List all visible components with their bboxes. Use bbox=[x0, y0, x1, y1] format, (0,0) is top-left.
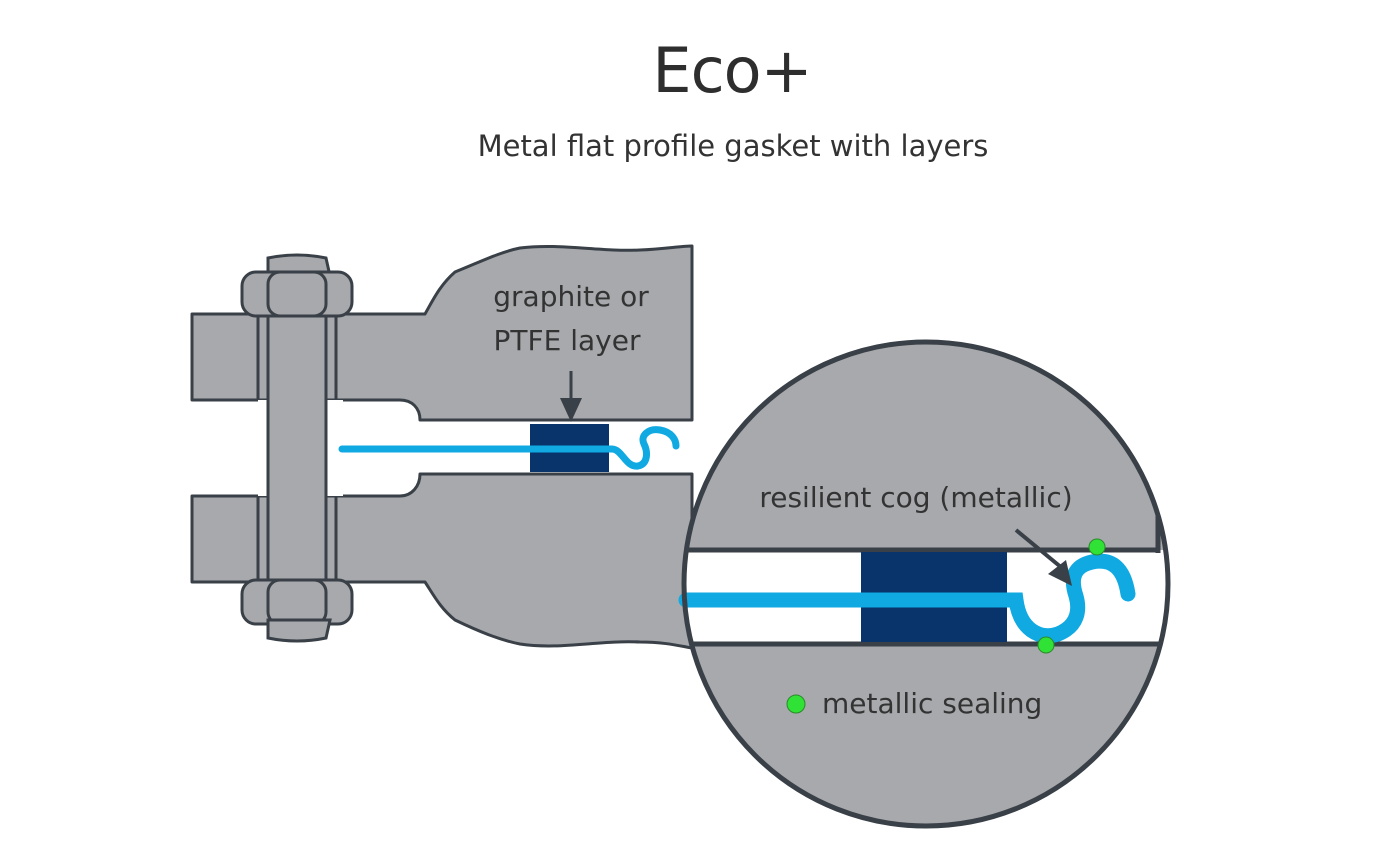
cog-large bbox=[678, 553, 1136, 644]
sealing-point-bottom bbox=[1037, 636, 1055, 654]
bottom-nut bbox=[240, 578, 354, 643]
layer-label-line2: PTFE layer bbox=[494, 324, 641, 357]
sealing-point-top bbox=[1088, 538, 1106, 556]
sealing-label: metallic sealing bbox=[822, 687, 1042, 720]
sealing-legend-dot bbox=[786, 694, 806, 714]
bolt-shank bbox=[266, 298, 328, 602]
layer-label-line1: graphite or bbox=[493, 280, 649, 313]
page-title: Eco+ bbox=[652, 34, 812, 107]
flange-assembly: graphite or PTFE layer bbox=[190, 244, 694, 650]
magnifier-outline bbox=[681, 339, 1171, 829]
cog-small bbox=[338, 426, 680, 470]
detail-magnifier: resilient cog (metallic) metallic sealin… bbox=[678, 339, 1171, 829]
top-nut bbox=[240, 253, 354, 318]
page-subtitle: Metal flat profile gasket with layers bbox=[477, 129, 989, 163]
cog-label: resilient cog (metallic) bbox=[759, 481, 1072, 514]
